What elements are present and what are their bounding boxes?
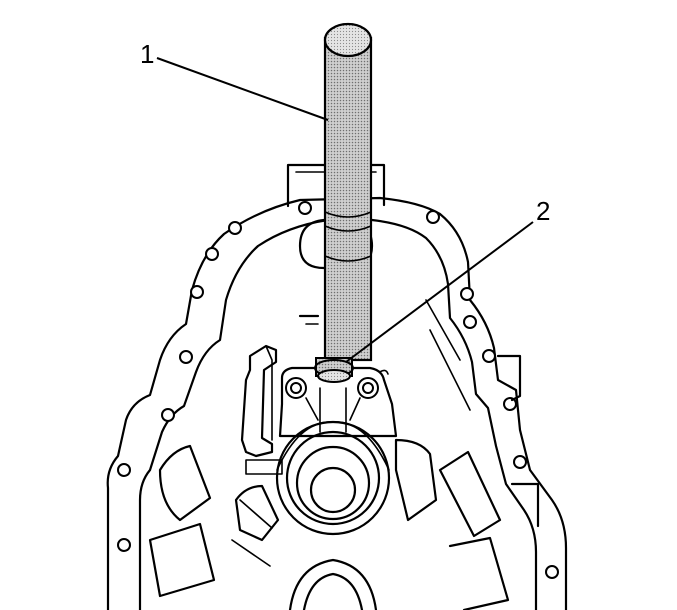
seal-installer-tool [323,22,373,362]
axle-seal [314,357,354,383]
transaxle-case [106,163,568,610]
callout-2-leader [345,221,534,363]
callout-1-label: 1 [140,39,154,69]
callout-1-leader [156,57,329,121]
callout-2-label: 2 [536,196,550,226]
